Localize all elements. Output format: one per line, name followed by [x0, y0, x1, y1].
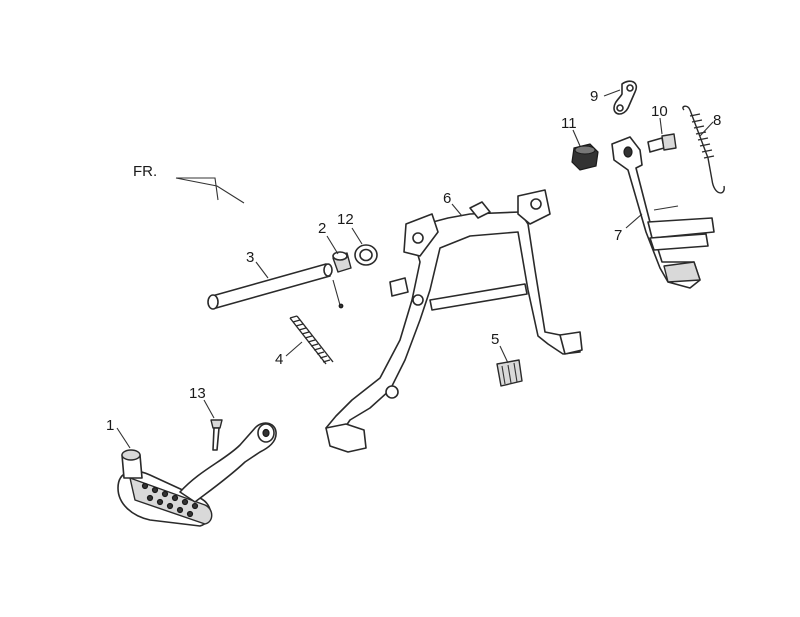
- nut-part: [571, 143, 599, 171]
- side-stand-spring-part: [682, 105, 725, 194]
- callout-numbers: 1 2 3 4 5 6 7 8 9 10 11 12 13: [106, 88, 721, 434]
- pivot-shaft-part: [207, 263, 344, 310]
- leader-5: [499, 345, 509, 364]
- leader-6: [451, 203, 463, 217]
- callout-number-6: 6: [443, 190, 451, 207]
- leader-13: [203, 399, 215, 419]
- main-stand-part: [325, 189, 583, 453]
- bolt-10-part: [647, 133, 677, 153]
- leader-10: [659, 117, 663, 135]
- front-direction-label: FR.: [133, 163, 157, 180]
- side-stand-part: [611, 136, 715, 289]
- callout-number-10: 10: [651, 103, 668, 120]
- callout-number-8: 8: [713, 112, 721, 129]
- leader-9: [603, 89, 621, 97]
- leader-12: [351, 227, 363, 245]
- main-stand-spring-part: [289, 315, 334, 365]
- leader-11: [572, 129, 581, 147]
- callout-number-9: 9: [590, 88, 598, 105]
- stopper-rubber-part: [496, 359, 523, 387]
- collar-part: [332, 251, 352, 273]
- callout-number-2: 2: [318, 220, 326, 237]
- callout-number-11: 11: [561, 115, 577, 132]
- leader-7: [625, 213, 643, 229]
- callout-number-4: 4: [275, 351, 283, 368]
- leader-2: [326, 235, 339, 255]
- leader-1: [116, 427, 131, 449]
- spring-hook-part: [613, 80, 638, 115]
- callout-number-3: 3: [246, 249, 254, 266]
- front-direction-arrowhead: [176, 177, 219, 201]
- callout-number-5: 5: [491, 331, 499, 348]
- callout-number-7: 7: [614, 227, 622, 244]
- leader-4: [285, 341, 303, 357]
- callout-number-13: 13: [189, 385, 206, 402]
- callout-number-1: 1: [106, 417, 114, 434]
- front-direction-indicator: FR.: [133, 163, 245, 204]
- leader-3: [255, 261, 269, 279]
- front-direction-line: [175, 177, 245, 204]
- kick-starter-arm-part: [117, 422, 277, 527]
- leader-lines: [116, 89, 714, 449]
- leader-8: [699, 121, 714, 137]
- washer-part: [354, 244, 378, 266]
- bolt-13-part: [210, 419, 223, 451]
- callout-number-12: 12: [337, 211, 354, 228]
